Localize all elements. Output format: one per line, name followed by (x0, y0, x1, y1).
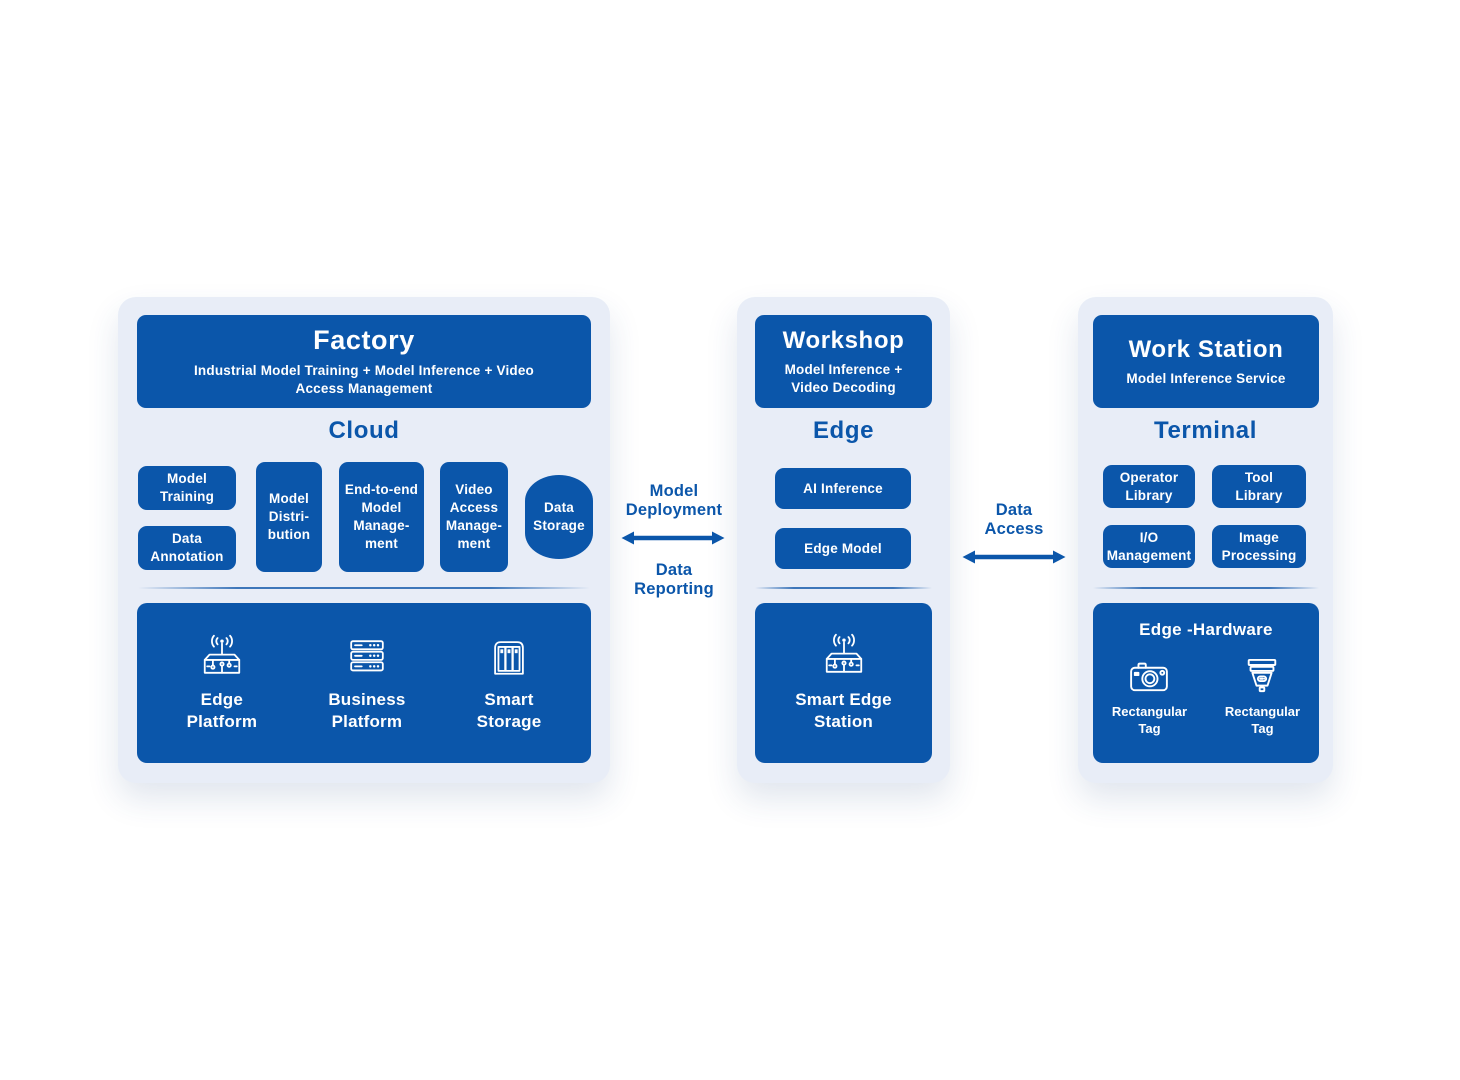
edge-platform-icon (199, 634, 245, 680)
terminal-section-title: Terminal (1153, 417, 1258, 444)
code-reader-icon (1240, 654, 1284, 698)
business-platform-icon (344, 634, 390, 680)
cloud-section-title: Cloud (328, 417, 400, 444)
platform-bar: Edge Platform Business Platform (137, 603, 591, 763)
platform-item-storage: Smart Storage (477, 634, 542, 733)
data-reporting-label: Data Reporting (634, 561, 714, 599)
workshop-divider (755, 587, 932, 589)
factory-panel: Factory Industrial Model Training + Mode… (118, 297, 610, 783)
box-tool-library: Tool Library (1212, 465, 1306, 508)
box-end-to-end-model-management: End-to-end Model Manage- ment (339, 462, 424, 572)
platform-item-edge: Edge Platform (187, 634, 258, 733)
workshop-subtitle: Model Inference + Video Decoding (784, 361, 903, 395)
workstation-subtitle: Model Inference Service (1126, 370, 1286, 386)
box-operator-library: Operator Library (1103, 465, 1195, 508)
box-data-storage-cylinder: Data Storage (525, 475, 593, 559)
factory-subtitle: Industrial Model Training + Model Infere… (193, 363, 534, 396)
smart-edge-station-icon (821, 633, 867, 679)
edge-hardware-title: Edge -Hardware (1139, 620, 1273, 639)
box-image-processing: Image Processing (1212, 525, 1306, 568)
edge-platform-label: Edge Platform (186, 689, 258, 731)
platform-item-business: Business Platform (328, 634, 405, 733)
smart-edge-station-label: Smart Edge Station (795, 690, 892, 731)
camera-icon (1127, 654, 1171, 698)
model-deployment-data-reporting-arrow (621, 531, 725, 545)
factory-title: Factory (313, 325, 415, 356)
smart-storage-icon (486, 634, 532, 680)
box-ai-inference: AI Inference (775, 468, 911, 509)
smart-storage-label: Smart Storage (476, 689, 542, 731)
edge-section-title: Edge (812, 417, 875, 444)
box-edge-model: Edge Model (775, 528, 911, 569)
rectangular-tag-label-2: Rectangular Tag (1224, 704, 1301, 736)
workshop-header: Workshop Model Inference + Video Decodin… (755, 315, 932, 408)
hardware-item-reader: Rectangular Tag (1225, 654, 1300, 738)
factory-header: Factory Industrial Model Training + Mode… (137, 315, 591, 408)
box-model-training: Model Training (138, 466, 236, 510)
workstation-panel: Work Station Model Inference Service Ter… (1078, 297, 1333, 783)
workshop-title: Workshop (782, 326, 905, 354)
smart-edge-station-card: Smart Edge Station (755, 603, 932, 763)
box-video-access-management: Video Access Manage- ment (440, 462, 508, 572)
data-access-label: Data Access (984, 501, 1044, 539)
edge-hardware-card: Edge -Hardware Rectangular Tag (1093, 603, 1319, 763)
model-deployment-label: Model Deployment (625, 482, 723, 520)
box-model-distribution: Model Distri- bution (256, 462, 322, 572)
box-io-management: I/O Management (1103, 525, 1195, 568)
data-access-arrow (962, 550, 1066, 564)
workstation-header: Work Station Model Inference Service (1093, 315, 1319, 408)
business-platform-label: Business Platform (328, 689, 406, 731)
workshop-panel: Workshop Model Inference + Video Decodin… (737, 297, 950, 783)
edge-hardware-items: Rectangular Tag Rectangular Tag (1093, 654, 1319, 738)
workstation-title: Work Station (1128, 335, 1284, 363)
hardware-item-camera: Rectangular Tag (1112, 654, 1187, 738)
factory-divider (138, 587, 590, 589)
workstation-divider (1093, 587, 1319, 589)
box-data-annotation: Data Annotation (138, 526, 236, 570)
rectangular-tag-label-1: Rectangular Tag (1111, 704, 1188, 736)
